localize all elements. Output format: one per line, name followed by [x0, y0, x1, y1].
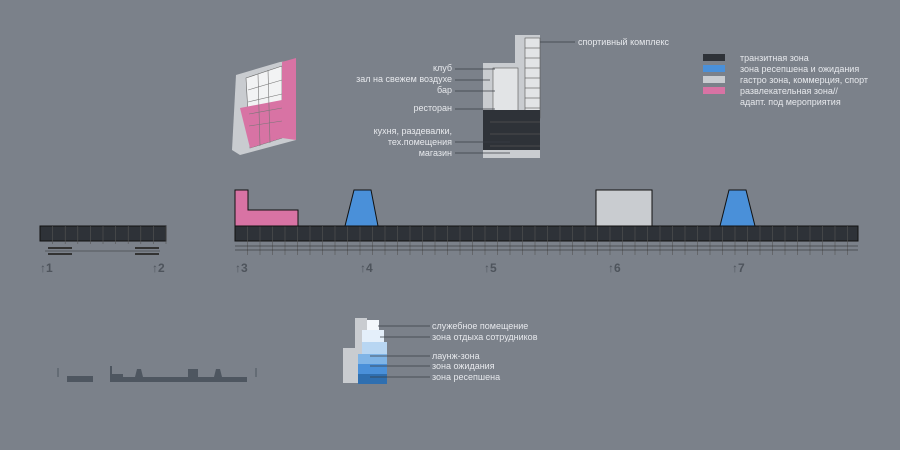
- legend-swatch-reception: [703, 65, 725, 72]
- reception-pavilion-axon: [343, 318, 387, 384]
- site-section: [57, 366, 257, 382]
- legend-label: зона ресепшена и ожидания: [740, 64, 860, 74]
- section-marker-6: ↑6: [608, 261, 621, 275]
- label-reception: зона ресепшена: [432, 372, 501, 382]
- section-marker-4: ↑4: [360, 261, 373, 275]
- section-marker-5: ↑5: [484, 261, 497, 275]
- legend-swatch-gastro: [703, 76, 725, 83]
- entertainment-building-axon: [232, 58, 296, 155]
- section-marker-2: ↑2: [152, 261, 165, 275]
- entertainment-pavilion: [234, 189, 299, 227]
- legend-swatch-entertainment: [703, 87, 725, 94]
- reception-pavilion-1: [344, 189, 379, 227]
- label-staff-rest: зона отдыха сотрудников: [432, 332, 538, 342]
- gastro-pavilion: [595, 189, 653, 227]
- section-marker-1: ↑1: [40, 261, 53, 275]
- label-kitchen: кухня, раздевалки,: [373, 126, 452, 136]
- label-shop: магазин: [418, 148, 452, 158]
- legend-swatch-transit: [703, 54, 725, 61]
- main-platform: [234, 225, 859, 255]
- legend-label: транзитная зона: [740, 53, 809, 63]
- label-bar: бар: [437, 85, 452, 95]
- axon-leader-lines: [455, 41, 575, 154]
- pavilion-leader-lines: [370, 325, 430, 378]
- label-service: служебное помещение: [432, 321, 529, 331]
- legend-label: гастро зона, коммерция, спорт: [740, 75, 869, 85]
- label-sport: спортивный комплекс: [578, 37, 669, 47]
- label-lounge: лаунж-зона: [432, 351, 480, 361]
- label-tech: тех.помещения: [387, 137, 452, 147]
- reception-pavilion-2: [719, 189, 756, 227]
- section-marker-3: ↑3: [235, 261, 248, 275]
- main-building-axon: [483, 35, 541, 158]
- section-marker-7: ↑7: [732, 261, 745, 275]
- label-club: клуб: [432, 63, 452, 73]
- label-waiting: зона ожидания: [432, 361, 495, 371]
- legend-label: развлекательная зона//: [740, 86, 838, 96]
- label-restaurant: ресторан: [413, 103, 452, 113]
- legend-label-extra: адапт. под мероприятия: [740, 97, 841, 107]
- left-platform: [39, 225, 167, 255]
- label-open-air-hall: зал на свежем воздухе: [356, 74, 452, 84]
